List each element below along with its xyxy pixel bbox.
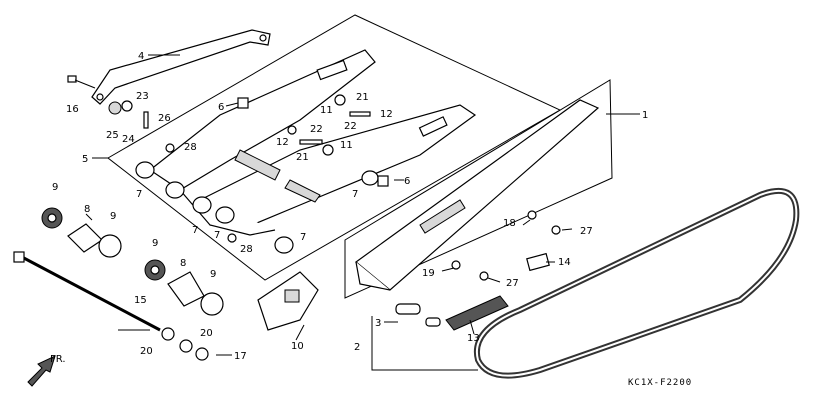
nut-24: [121, 100, 133, 112]
callout-20-a: 20: [200, 328, 213, 339]
callout-5: 5: [82, 154, 88, 165]
callout-1: 1: [642, 110, 648, 121]
front-arrow-icon: FR.: [27, 354, 66, 387]
screw-27-lower: [479, 271, 489, 281]
callout-3: 3: [375, 318, 381, 329]
callout-28-b: 28: [240, 244, 253, 255]
master-link: [395, 303, 441, 327]
callout-22-a: 22: [310, 124, 323, 135]
callout-7-b: 7: [192, 225, 198, 236]
callout-7-e: 7: [352, 189, 358, 200]
nut-21-upper: [334, 94, 346, 106]
callout-21-b: 21: [296, 152, 309, 163]
drive-chain: [473, 188, 800, 379]
bolt-12: [299, 139, 323, 145]
callout-4: 4: [138, 51, 144, 62]
washer-22-left: [287, 125, 297, 135]
callout-13: 13: [467, 333, 480, 344]
callout-7-d: 7: [300, 232, 306, 243]
bolt-16: [67, 75, 96, 89]
nut-21-lower: [322, 144, 334, 156]
callout-27-a: 27: [580, 226, 593, 237]
callout-6-right: 6: [404, 176, 410, 187]
callout-26: 26: [158, 113, 171, 124]
callout-19: 19: [422, 268, 435, 279]
direction-label: FR.: [50, 354, 66, 365]
callout-17: 17: [234, 351, 247, 362]
callout-7-c: 7: [214, 230, 220, 241]
bolt-28-lower: [227, 233, 237, 243]
callout-12-b: 12: [276, 137, 289, 148]
callout-labels: 1 2 3 4 5 6 6 7 7 7 7 7 8 8 9 9 9 9 10 1…: [52, 51, 692, 388]
callout-22-b: 22: [344, 121, 357, 132]
callout-20-b: 20: [140, 346, 153, 357]
collar-6-upper: [237, 97, 249, 109]
callout-11-a: 11: [320, 105, 333, 116]
chain-slider: [257, 271, 319, 331]
chain-label: [445, 295, 509, 331]
diagram-code: KC1X-F2200: [628, 378, 692, 388]
callout-24: 24: [122, 134, 135, 145]
washer-25: [108, 101, 122, 115]
callout-7-a: 7: [136, 189, 142, 200]
callout-2: 2: [354, 342, 360, 353]
callout-9-c: 9: [152, 238, 158, 249]
collar-6-right: [377, 175, 389, 187]
bolt-11: [349, 111, 371, 117]
bolt-28-upper: [165, 143, 175, 153]
callout-25: 25: [106, 130, 119, 141]
callout-16: 16: [66, 104, 79, 115]
callout-15: 15: [134, 295, 147, 306]
callout-28-a: 28: [184, 142, 197, 153]
pivot-shaft: [13, 251, 161, 332]
callout-8-right: 8: [180, 258, 186, 269]
callout-10: 10: [291, 341, 304, 352]
chaincase-group-outline: [344, 79, 613, 299]
bushing-7: [135, 161, 379, 254]
callout-9-b: 9: [110, 211, 116, 222]
callout-9-a: 9: [52, 182, 58, 193]
label-14: [526, 252, 550, 272]
torque-rod: [91, 29, 271, 105]
callout-8-left: 8: [84, 204, 90, 215]
callout-18: 18: [503, 218, 516, 229]
pivot-left-set: [41, 207, 122, 258]
callout-14: 14: [558, 257, 571, 268]
callout-9-d: 9: [210, 269, 216, 280]
pin-26: [143, 111, 149, 129]
callout-27-b: 27: [506, 278, 519, 289]
leader-lines: [85, 54, 640, 371]
callout-12-a: 12: [380, 109, 393, 120]
chain-case: [355, 99, 600, 291]
screw-27-upper: [551, 225, 561, 235]
callout-6-upper: 6: [218, 102, 224, 113]
callout-11-b: 11: [340, 140, 353, 151]
pivot-right-set: [144, 259, 224, 361]
callout-23: 23: [136, 91, 149, 102]
callout-21-a: 21: [356, 92, 369, 103]
